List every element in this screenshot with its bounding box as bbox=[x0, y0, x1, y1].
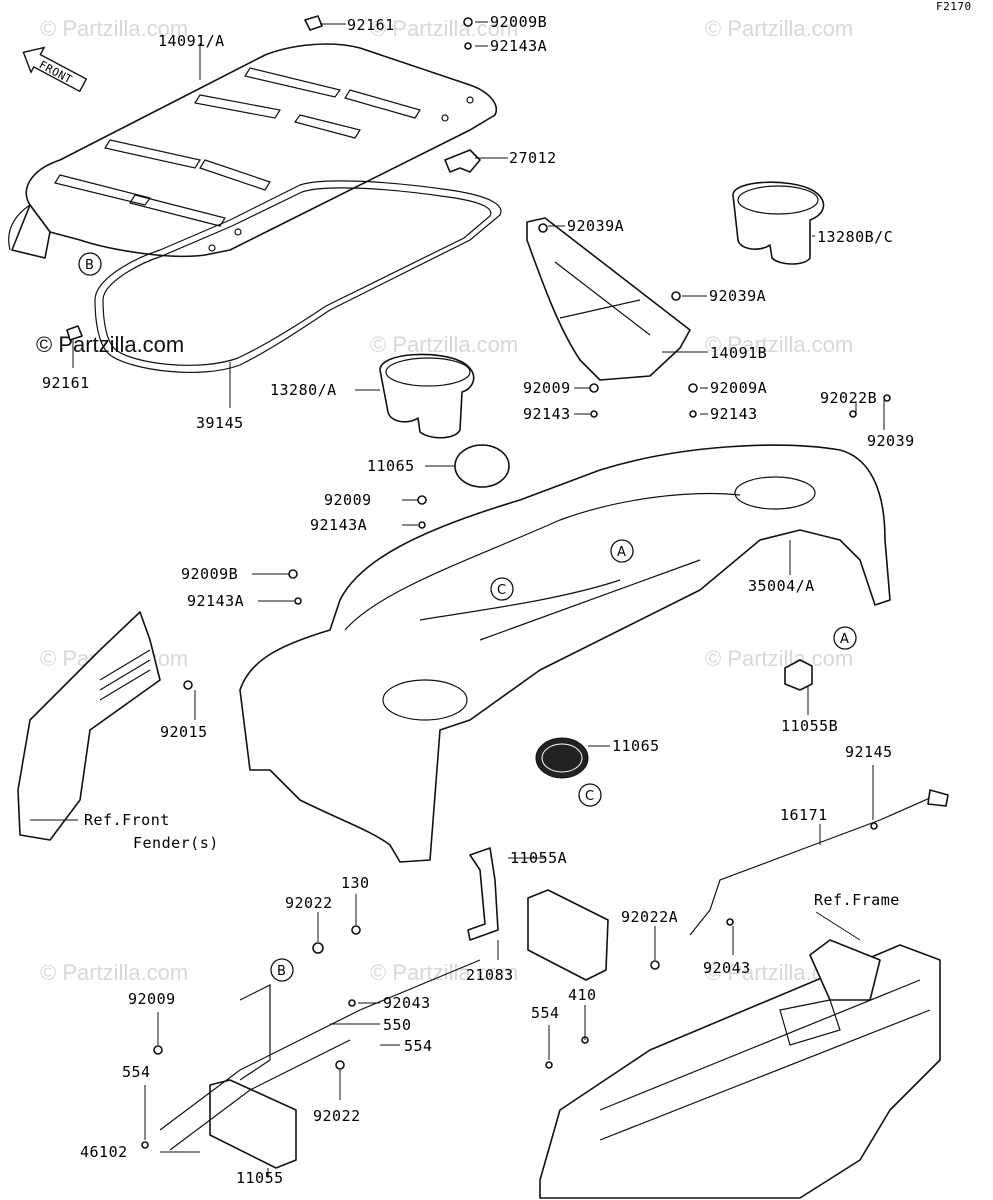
svg-text:B: B bbox=[85, 258, 94, 273]
part-label: 11065 bbox=[367, 457, 415, 475]
watermark: © Partzilla.com bbox=[705, 646, 853, 671]
part-label: 410 bbox=[568, 986, 597, 1004]
rear-body-part bbox=[239, 444, 891, 863]
part-label: 14091B bbox=[710, 344, 767, 362]
part-label: 130 bbox=[341, 874, 370, 892]
part-label: 92022A bbox=[621, 908, 678, 926]
part-label: 21083 bbox=[466, 966, 514, 984]
ref-frame: Ref.Frame bbox=[814, 891, 900, 909]
callout-a-mid: A bbox=[610, 539, 634, 563]
watermark: © Partzilla.com bbox=[370, 332, 518, 357]
part-label: 550 bbox=[383, 1016, 412, 1034]
part-label: 11055A bbox=[510, 849, 567, 867]
bracket-11055A bbox=[527, 889, 609, 981]
part-label: 13280/A bbox=[270, 381, 337, 399]
clip-icon bbox=[304, 15, 323, 31]
diagram-code: F2170 bbox=[936, 0, 972, 13]
part-label: 92143A bbox=[187, 592, 244, 610]
part-label: 92043 bbox=[703, 959, 751, 977]
frame-part bbox=[539, 939, 941, 1199]
watermark: © Partzilla.com bbox=[370, 16, 518, 41]
ref-front-fender-line2: Fender(s) bbox=[133, 834, 219, 852]
part-labels: 14091/A 92161 92009B 92143A 27012 92039A… bbox=[42, 13, 915, 1187]
callout-b-top: B bbox=[78, 252, 102, 276]
part-label: 554 bbox=[531, 1004, 560, 1022]
part-label: 35004/A bbox=[748, 577, 815, 595]
part-label: 92009 bbox=[523, 379, 571, 397]
callout-b-bot: B bbox=[270, 958, 294, 982]
part-label: 13280B/C bbox=[817, 228, 893, 246]
cup-holder-part bbox=[732, 181, 825, 265]
bracket-21083 bbox=[467, 847, 499, 941]
svg-text:B: B bbox=[277, 964, 286, 979]
callout-c-mid: C bbox=[490, 577, 514, 601]
part-label: 92145 bbox=[845, 743, 893, 761]
part-label: 554 bbox=[122, 1063, 151, 1081]
cable-part bbox=[689, 789, 949, 936]
part-label: 92043 bbox=[383, 994, 431, 1012]
hardware-icons bbox=[141, 17, 891, 1149]
watermark: © Partzilla.com bbox=[705, 16, 853, 41]
rod-part bbox=[159, 959, 481, 1151]
part-label: 92022B bbox=[820, 389, 877, 407]
part-label: 16171 bbox=[780, 806, 828, 824]
part-label: 46102 bbox=[80, 1143, 128, 1161]
ref-front-fender-line1: Ref.Front bbox=[84, 811, 170, 829]
svg-text:A: A bbox=[840, 632, 849, 647]
part-label: 92039A bbox=[709, 287, 766, 305]
cup-holder-part bbox=[379, 353, 475, 439]
part-label: 92009B bbox=[490, 13, 547, 31]
cover-part bbox=[454, 444, 510, 488]
part-label: 92009 bbox=[324, 491, 372, 509]
seal-part bbox=[94, 180, 502, 374]
leader-lines bbox=[30, 21, 885, 1178]
part-label: 27012 bbox=[509, 149, 557, 167]
part-label: 92039 bbox=[867, 432, 915, 450]
bracket-part bbox=[784, 659, 813, 691]
reference-labels: Ref.Front Fender(s) Ref.Frame bbox=[84, 811, 900, 909]
part-label: 39145 bbox=[196, 414, 244, 432]
watermark: © Partzilla.com bbox=[40, 960, 188, 985]
part-label: 92143 bbox=[523, 405, 571, 423]
svg-text:C: C bbox=[585, 789, 594, 804]
part-label: 14091/A bbox=[158, 32, 225, 50]
callout-a-right: A bbox=[833, 626, 857, 650]
part-label: 92143 bbox=[710, 405, 758, 423]
watermark: © Partzilla.com bbox=[370, 960, 518, 985]
front-arrow-icon: FRONT bbox=[22, 46, 88, 93]
part-label: 92039A bbox=[567, 217, 624, 235]
watermark: © Partzilla.com bbox=[40, 16, 188, 41]
part-label: 92009A bbox=[710, 379, 767, 397]
part-label: 92022 bbox=[313, 1107, 361, 1125]
part-label: 92009 bbox=[128, 990, 176, 1008]
panel-part bbox=[526, 217, 691, 381]
grill-part bbox=[535, 737, 589, 779]
part-label: 92143A bbox=[490, 37, 547, 55]
part-label: 92015 bbox=[160, 723, 208, 741]
callout-c-bot: C bbox=[578, 783, 602, 807]
part-label: 11055B bbox=[781, 717, 838, 735]
part-label: 11055 bbox=[236, 1169, 284, 1187]
roof-part bbox=[8, 43, 497, 259]
bracket-part bbox=[444, 149, 481, 173]
part-label: 92009B bbox=[181, 565, 238, 583]
inner-fender-part bbox=[17, 611, 161, 841]
part-label: 92022 bbox=[285, 894, 333, 912]
clip-icon bbox=[66, 325, 83, 341]
part-label: 92161 bbox=[42, 374, 90, 392]
svg-text:A: A bbox=[617, 545, 626, 560]
svg-text:C: C bbox=[497, 583, 506, 598]
part-label: 11065 bbox=[612, 737, 660, 755]
watermark: © Partzilla.com bbox=[705, 332, 853, 357]
part-label: 92143A bbox=[310, 516, 367, 534]
bracket-11055 bbox=[209, 1079, 297, 1169]
watermark-dark: © Partzilla.com bbox=[36, 332, 184, 357]
part-label: 92161 bbox=[347, 16, 395, 34]
watermarks: © Partzilla.com © Partzilla.com © Partzi… bbox=[36, 16, 853, 985]
part-label: 554 bbox=[404, 1037, 433, 1055]
